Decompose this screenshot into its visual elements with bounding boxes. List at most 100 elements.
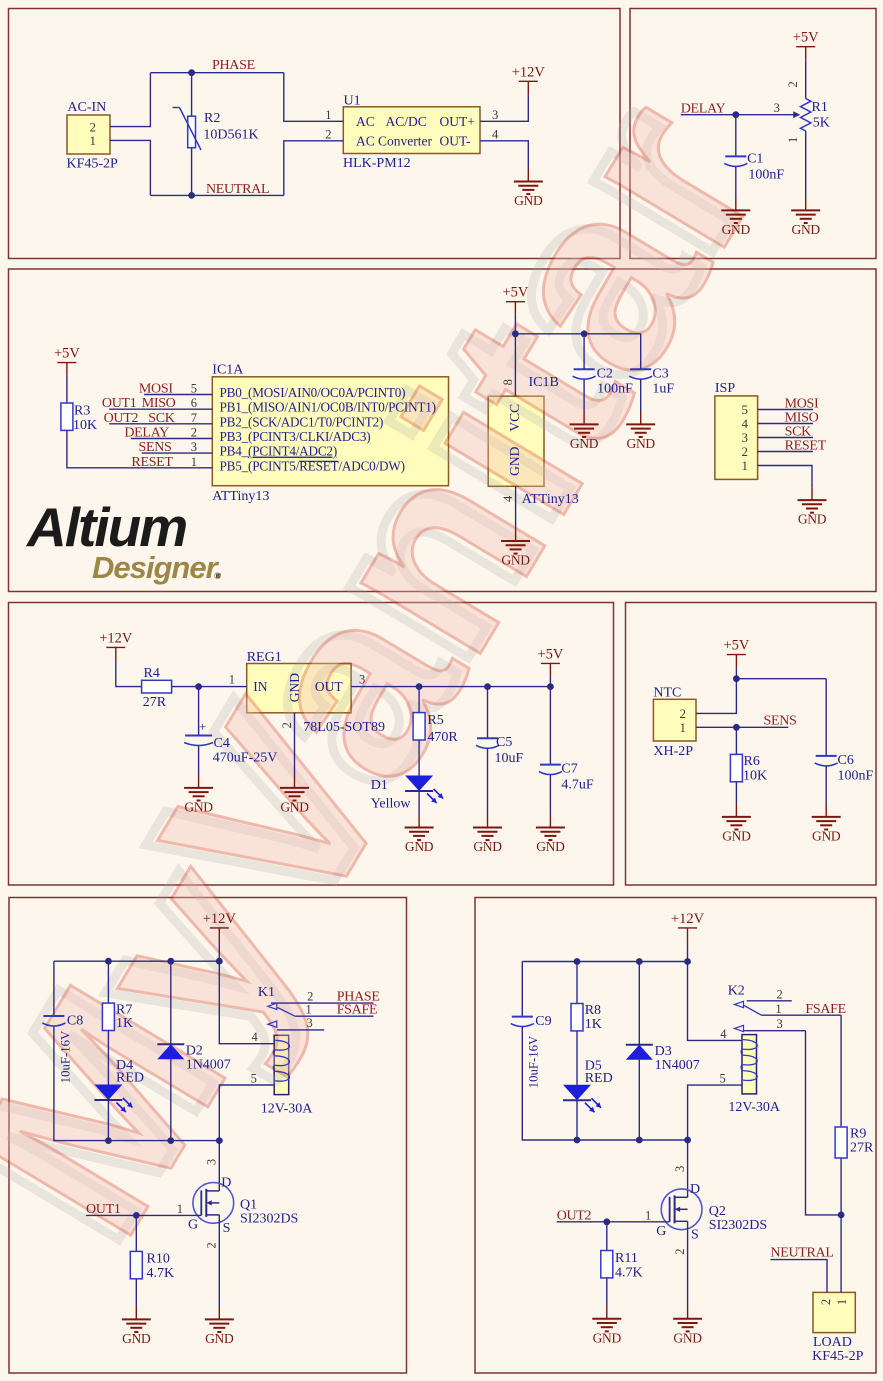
designator-load: LOAD xyxy=(813,1335,852,1350)
k2-pole-arrow xyxy=(732,1000,745,1009)
net-label-miso: MISO xyxy=(142,396,176,411)
u1-pin4: 4 xyxy=(492,127,499,141)
part-xh-2p: XH-2P xyxy=(653,744,693,759)
ntc-pin1: 1 xyxy=(680,720,687,735)
gnd-p4-c4-label: GND xyxy=(184,799,213,814)
r1-pin1: 1 xyxy=(786,137,800,143)
designator-r3: R3 xyxy=(74,404,90,419)
q1-label-s: S xyxy=(223,1221,231,1236)
net-label-out1: OUT1 xyxy=(102,396,137,411)
net-label-isp-sck: SCK xyxy=(785,425,812,440)
designator-ic1a: IC1A xyxy=(212,362,244,377)
cap-c3-curved-plate xyxy=(628,375,653,380)
designator-reg1: REG1 xyxy=(247,650,282,665)
gnd-p4-c5-label: GND xyxy=(473,839,502,854)
ic1b-gnd: GND xyxy=(507,446,522,475)
value-c4: 470uF-25V xyxy=(213,751,278,766)
ic1a-pb4-underlined: (PCINT4/ADC2) xyxy=(248,444,337,459)
value-d1: Yellow xyxy=(371,797,412,812)
k1-pin2: 2 xyxy=(307,989,313,1003)
panel-ac-input xyxy=(7,7,621,260)
k1-pin1: 1 xyxy=(306,1003,312,1017)
power-5v-p2-label: +5V xyxy=(793,30,819,46)
led-d1-triangle xyxy=(405,775,434,791)
led-d4-triangle xyxy=(94,1084,123,1100)
ic1a-pb3: PB3_(PCINT3/CLKI/ADC3) xyxy=(220,429,371,444)
designator-d5: D5 xyxy=(585,1059,602,1074)
value-r8: 1K xyxy=(585,1017,602,1032)
gnd-p6-r10-label: GND xyxy=(122,1331,151,1346)
gnd-p6-q1-label: GND xyxy=(205,1331,234,1346)
designator-isp: ISP xyxy=(715,381,735,396)
ic1b-pin4: 4 xyxy=(501,495,515,502)
cap-c1-curved-plate xyxy=(723,162,748,168)
power-5v-p5-label: +5V xyxy=(723,638,749,654)
ic1a-pb4-prefix: PB4_ xyxy=(220,444,249,459)
ic1a-pb1: PB1_(MISO/AIN1/OC0B/INT0/PCINT1) xyxy=(220,400,436,415)
q2-pin1: 1 xyxy=(645,1208,651,1222)
net-label-fsafe-k2: FSAFE xyxy=(805,1002,846,1017)
part-attiny13-b: ATTiny13 xyxy=(522,492,579,507)
ic1a-pb4: PB4_(PCINT4/ADC2) xyxy=(220,444,338,459)
u1-text-acdc: AC/DC xyxy=(386,114,427,129)
designator-d1: D1 xyxy=(371,778,388,793)
part-q1-si2302ds: SI2302DS xyxy=(240,1212,298,1227)
led-d5-arrowhead xyxy=(595,1102,601,1108)
reg1-pin2: 2 xyxy=(280,722,294,728)
isp-isp1: 1 xyxy=(742,458,749,473)
cap-c5-curved-plate xyxy=(475,744,500,750)
net-label-isp-reset: RESET xyxy=(785,439,827,454)
ic1a-pb5: PB5_(PCINT5/RESET/ADC0/DW) xyxy=(220,458,405,473)
mosfet-q1-body-arrow xyxy=(206,1200,212,1206)
value-c2: 100nF xyxy=(597,382,633,397)
net-label-out2: OUT2 xyxy=(104,411,139,426)
wire-r3-reset xyxy=(66,430,213,469)
designator-r6: R6 xyxy=(744,754,760,769)
ic-ic1a-attiny13 xyxy=(211,376,450,487)
logo-registered-icon: ® xyxy=(214,571,221,581)
wire-acin2-phase xyxy=(110,72,152,128)
led-d4-arrowhead xyxy=(126,1102,133,1108)
designator-r2: R2 xyxy=(204,111,220,126)
value-d5: RED xyxy=(585,1071,613,1086)
wire-isp-gnd xyxy=(757,464,813,487)
value-r11: 4.7K xyxy=(615,1266,643,1281)
part-load-kf45-2p: KF45-2P xyxy=(812,1349,864,1364)
part-hlk-pm12: HLK-PM12 xyxy=(343,156,411,171)
gnd-p4-c7-label: GND xyxy=(536,839,565,854)
designator-q2: Q2 xyxy=(709,1204,726,1219)
led-d5-arrowhead xyxy=(589,1106,595,1113)
wire-coil1-pin4 xyxy=(218,961,275,1045)
isp-isp3: 3 xyxy=(742,430,749,445)
panel-delay-pot xyxy=(629,7,877,260)
gnd-p7-q2-label: GND xyxy=(673,1330,702,1345)
gnd-p5-c6-label: GND xyxy=(812,828,841,843)
wire-coil2-pin5 xyxy=(686,1084,742,1140)
connector-ac-in xyxy=(66,114,111,155)
logo-altium: Altium xyxy=(25,496,186,558)
cap-c2-curved-plate xyxy=(572,375,596,380)
designator-r5: R5 xyxy=(427,713,443,728)
designator-c2: C2 xyxy=(597,367,613,382)
ic-reg1-78l05 xyxy=(245,662,352,714)
net-label-phase: PHASE xyxy=(212,58,255,73)
net-label-isp-miso: MISO xyxy=(785,411,819,426)
net-label-out2: OUT2 xyxy=(557,1208,592,1223)
k2-lever xyxy=(743,1004,762,1016)
wire-u1-pin4 xyxy=(480,140,529,169)
load-pin1: 1 xyxy=(835,1299,849,1305)
u1-pin2: 2 xyxy=(325,127,331,141)
value-c7: 4.7uF xyxy=(561,778,594,793)
connector-ntc xyxy=(652,698,697,742)
load-pin2: 2 xyxy=(819,1299,833,1305)
net-label-delay-mcu: DELAY xyxy=(124,426,169,441)
value-r3: 10K xyxy=(73,418,97,433)
q2-pin2: 2 xyxy=(673,1248,687,1254)
q2-label-g: G xyxy=(656,1224,666,1239)
designator-u1: U1 xyxy=(344,94,361,109)
designator-c7: C7 xyxy=(561,762,577,777)
power-5v-p4-label: +5V xyxy=(537,646,563,662)
part-attiny13-a: ATTiny13 xyxy=(212,489,269,504)
gnd-p3-isp-label: GND xyxy=(798,512,827,527)
net-label-out1: OUT1 xyxy=(86,1202,121,1217)
